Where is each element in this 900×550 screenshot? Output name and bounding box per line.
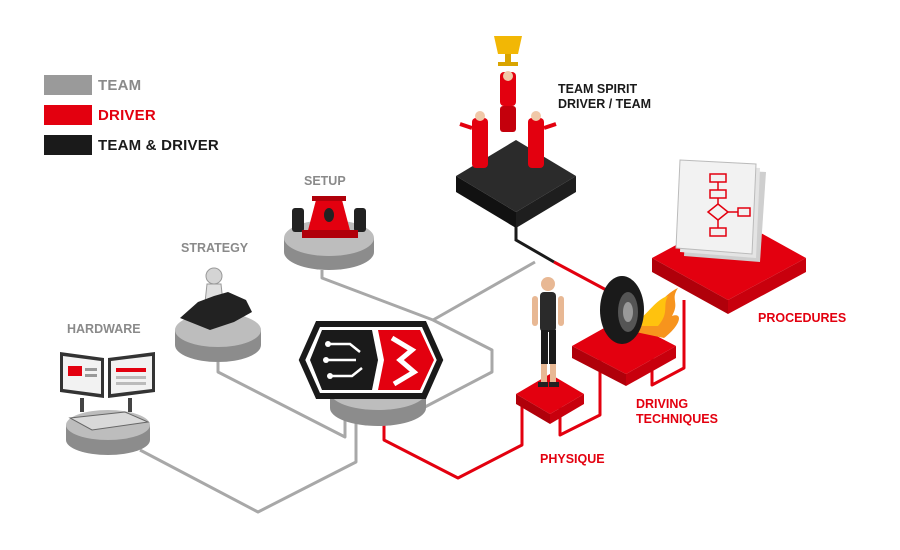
label-procedures: PROCEDURES (758, 311, 847, 325)
label-setup: SETUP (304, 174, 346, 188)
chess-pieces-icon (180, 267, 252, 330)
label-driving-techniques: DRIVING TECHNIQUES (636, 397, 718, 427)
label-driving-line1: DRIVING (636, 397, 689, 411)
setup-node (284, 196, 374, 270)
driving-techniques-node (572, 276, 679, 386)
legend-swatch-team-and-driver (44, 135, 92, 155)
team-spirit-node (456, 36, 576, 228)
connector-setup (320, 260, 536, 322)
legend-item-team-and-driver: TEAM & DRIVER (44, 134, 219, 156)
legend-item-driver: DRIVER (44, 104, 219, 126)
legend-label-driver: DRIVER (98, 106, 156, 124)
legend-label-team-and-driver: TEAM & DRIVER (98, 136, 219, 154)
center-node (298, 321, 444, 426)
computer-monitors-icon (60, 352, 155, 431)
strategy-node (175, 267, 261, 362)
hardware-node (60, 352, 155, 455)
athlete-icon (532, 277, 564, 387)
legend-swatch-driver (44, 105, 92, 125)
physique-node (516, 277, 584, 424)
legend-item-team: TEAM (44, 74, 219, 96)
flaming-tire-icon (600, 276, 679, 344)
label-strategy: STRATEGY (181, 241, 249, 255)
connector-physique (382, 402, 524, 480)
label-team-spirit: TEAM SPIRIT DRIVER / TEAM (558, 82, 651, 112)
label-team-spirit-line1: TEAM SPIRIT (558, 82, 638, 96)
label-hardware: HARDWARE (67, 322, 141, 336)
legend: TEAM DRIVER TEAM & DRIVER (44, 74, 219, 164)
connector-spirit-red (553, 260, 611, 294)
connector-strategy (216, 362, 347, 439)
procedures-node (652, 159, 806, 314)
trophy-team-icon (459, 36, 557, 168)
legend-swatch-team (44, 75, 92, 95)
label-physique: PHYSIQUE (540, 452, 605, 466)
legend-label-team: TEAM (98, 76, 142, 94)
connector-setup-right (399, 318, 494, 422)
connector-hardware (139, 405, 358, 514)
label-driving-line2: TECHNIQUES (636, 412, 718, 426)
race-car-icon (292, 196, 366, 238)
flowchart-document-icon (675, 159, 766, 262)
brain-circuit-logo-icon (298, 321, 444, 399)
team-connectors (139, 260, 536, 514)
label-team-spirit-line2: DRIVER / TEAM (558, 97, 652, 111)
